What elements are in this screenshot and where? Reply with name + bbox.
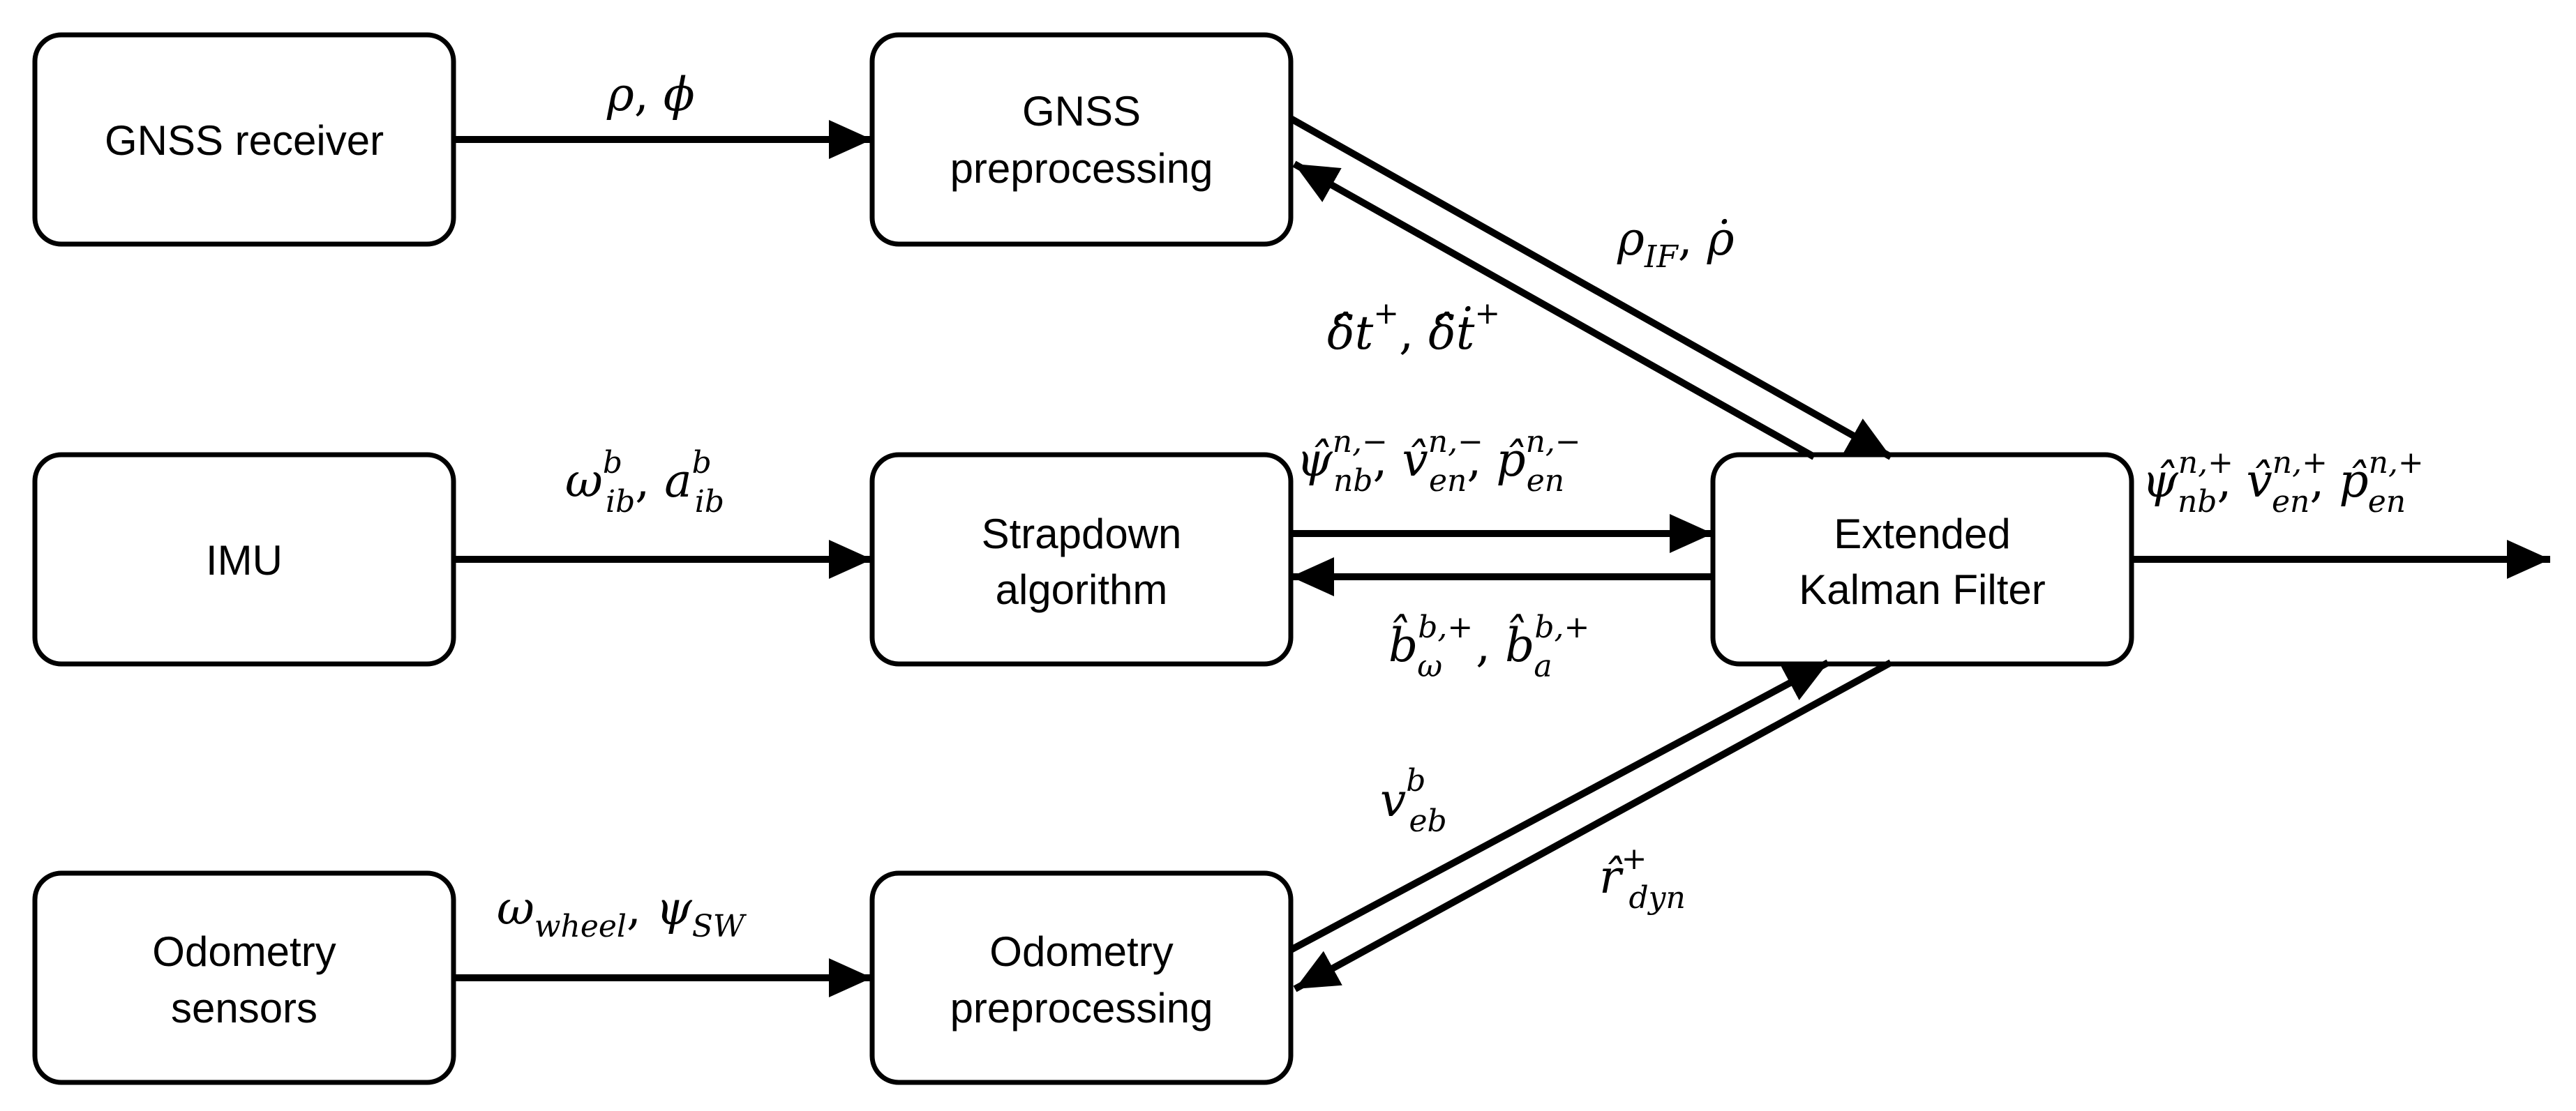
block-odometry-sensors-label-line1: Odometry bbox=[152, 928, 336, 975]
block-imu-label: IMU bbox=[206, 537, 283, 584]
block-gnss-receiver: GNSS receiver bbox=[32, 32, 456, 247]
arrow-ekf-to-odometry-preprocessing bbox=[1293, 659, 1893, 992]
label-rho-if-rho-dot: ρIF, ρ̇ bbox=[1617, 212, 1735, 275]
block-odometry-preprocessing-label-line2: preprocessing bbox=[950, 985, 1213, 1031]
arrow-odometry-preprocessing-to-ekf bbox=[1289, 659, 1830, 953]
block-odometry-sensors-label-line2: sensors bbox=[171, 985, 317, 1031]
block-ekf-label-line2: Kalman Filter bbox=[1799, 566, 2045, 613]
label-nav-prior: ψ̂n,−nb, v̂n,−en, p̂n,−en bbox=[1296, 424, 1581, 499]
block-gnss-preprocessing-label-line1: GNSS bbox=[1022, 88, 1141, 135]
block-strapdown-algorithm: Strapdown algorithm bbox=[869, 452, 1294, 667]
block-strapdown-label-line1: Strapdown bbox=[982, 511, 1182, 557]
label-clock-corrections: δ̂t+, δ̂ṫ+ bbox=[1327, 296, 1500, 360]
label-rho-phi: ρ, ϕ bbox=[606, 68, 695, 121]
block-strapdown-label-line2: algorithm bbox=[996, 566, 1168, 613]
block-gnss-receiver-label: GNSS receiver bbox=[105, 117, 384, 164]
label-bias-corrections: b̂b,+ω, b̂b,+a bbox=[1388, 610, 1589, 684]
block-extended-kalman-filter: Extended Kalman Filter bbox=[1710, 452, 2134, 667]
block-odometry-preprocessing-label-line1: Odometry bbox=[989, 928, 1173, 975]
label-nav-output: ψ̂n,+nb, v̂n,+en, p̂n,+en bbox=[2142, 445, 2424, 520]
block-odometry-sensors: Odometry sensors bbox=[32, 870, 456, 1085]
block-gnss-preprocessing-label-line2: preprocessing bbox=[950, 145, 1213, 192]
arrow-ekf-to-gnss-preprocessing bbox=[1292, 160, 1816, 460]
label-r-dyn: r̂+dyn bbox=[1599, 841, 1686, 916]
block-imu: IMU bbox=[32, 452, 456, 667]
block-odometry-preprocessing: Odometry preprocessing bbox=[869, 870, 1294, 1085]
label-odometry-inputs: ωwheel, ψSW bbox=[497, 882, 747, 944]
arrow-gnss-preprocessing-to-ekf bbox=[1289, 115, 1893, 460]
block-gnss-preprocessing: GNSS preprocessing bbox=[869, 32, 1294, 247]
block-ekf-label-line1: Extended bbox=[1834, 511, 2011, 557]
